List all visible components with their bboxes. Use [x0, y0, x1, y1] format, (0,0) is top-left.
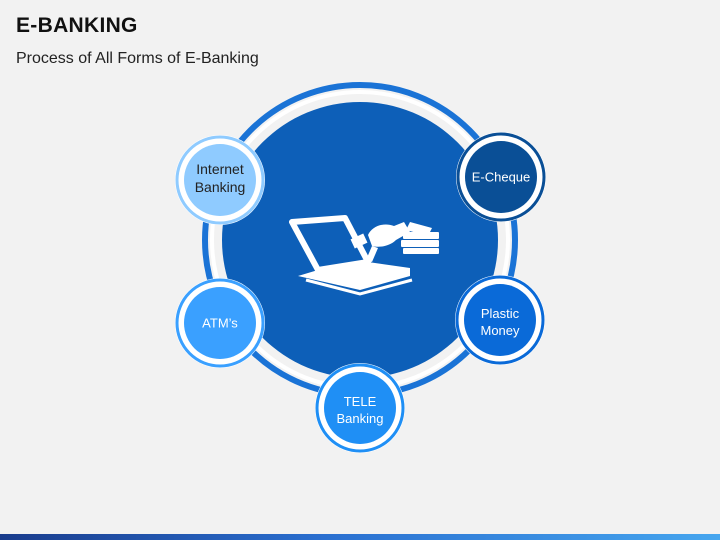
node-label-e-cheque: E-Cheque [471, 169, 531, 185]
node-label-plastic-money: Plastic Money [480, 306, 520, 338]
node-label-atms: ATM’s [202, 315, 238, 331]
node-label-tele-banking: TELE Banking [336, 394, 384, 426]
node-internet-banking [175, 135, 265, 225]
node-tele-banking [315, 363, 405, 453]
node-label-internet-banking: Internet Banking [194, 161, 246, 195]
node-plastic-money [455, 275, 545, 365]
laptop-hand-money-icon [289, 215, 439, 296]
slide-subtitle: Process of All Forms of E-Banking [16, 50, 259, 67]
slide-title: E-BANKING [16, 14, 138, 37]
node-e-cheque [456, 132, 546, 222]
node-atms [175, 278, 265, 368]
bottom-accent-bar [0, 534, 720, 540]
